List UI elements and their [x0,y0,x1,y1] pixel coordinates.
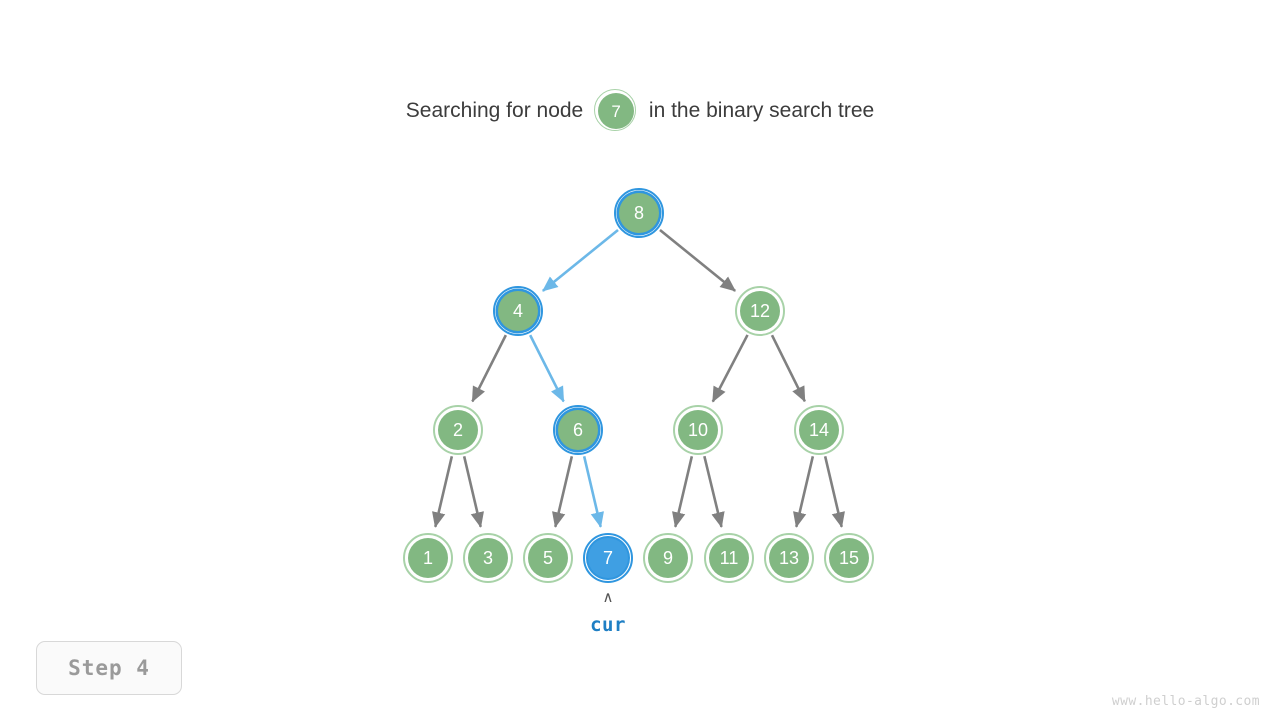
node-disc [598,93,635,129]
node-ring [523,533,573,583]
tree-edge [582,455,604,528]
node-ring [433,405,483,455]
step-badge: Step 4 [36,641,182,695]
node-disc [468,538,508,578]
tree-edge [793,455,815,528]
node-ring [704,533,754,583]
node-value: 7 [602,548,613,568]
tree-node: 8 [614,188,664,238]
tree-edge [823,455,845,528]
cur-pointer: ∧ cur [548,588,668,637]
tree-node: 12 [735,286,785,336]
node-disc [408,538,448,578]
node-value: 7 [611,101,621,121]
tree-edge [432,455,454,528]
node-ring [553,405,603,455]
tree-edge [542,228,619,292]
node-ring [643,533,693,583]
watermark: www.hello-algo.com [1111,694,1260,709]
title-prefix: Searching for node [405,99,590,122]
node-ring [594,89,637,131]
node-disc [558,410,598,450]
node-disc [709,538,749,578]
node-value: 8 [633,203,644,223]
tree-edge [462,455,484,528]
tree-edge [528,334,565,403]
tree-node: 7 [583,533,633,583]
node-ring [824,533,874,583]
node-ring [493,286,543,336]
pointer-label: cur [590,614,626,636]
tree-node: 14 [794,405,844,455]
page-title: Searching for node 7 in the binary searc… [0,88,1280,134]
node-disc [619,193,659,233]
node-disc [829,538,869,578]
tree-node: 6 [553,405,603,455]
node-disc [769,538,809,578]
tree-node: 11 [704,533,754,583]
node-value: 15 [838,548,860,568]
tree-edge [552,455,574,528]
node-ring [794,405,844,455]
tree-edge [703,455,725,528]
tree-node: 10 [673,405,723,455]
node-ring [673,405,723,455]
tree-node: 4 [493,286,543,336]
node-ring [403,533,453,583]
node-value: 11 [719,548,739,568]
node-disc [498,291,538,331]
tree-node: 2 [433,405,483,455]
node-value: 12 [749,301,771,321]
node-ring [614,188,664,238]
node-disc [678,410,718,450]
node-ring [764,533,814,583]
node-value: 5 [542,548,553,568]
tree-node: 5 [523,533,573,583]
node-value: 13 [778,548,800,568]
node-value: 10 [687,420,709,440]
title-target-node: 7 [593,88,639,134]
node-ring [735,286,785,336]
tree-node: 13 [764,533,814,583]
node-disc [799,410,839,450]
node-disc [740,291,780,331]
tree-edge [659,228,736,292]
node-ring [463,533,513,583]
tree-edge [471,334,508,403]
tree-edge [711,334,749,403]
title-suffix: in the binary search tree [643,99,875,122]
node-value: 4 [512,301,523,321]
node-disc [438,410,478,450]
node-ring [583,533,633,583]
node-value: 1 [422,548,433,568]
tree-node: 1 [403,533,453,583]
tree-node: 15 [824,533,874,583]
node-disc [648,538,688,578]
pointer-caret-icon: ∧ [602,588,614,606]
tree-edge [672,455,694,528]
node-value: 9 [662,548,673,568]
step-badge-label: Step 4 [68,656,150,680]
node-disc [588,538,628,578]
node-value: 6 [572,420,583,440]
node-value: 3 [482,548,493,568]
node-disc [528,538,568,578]
tree-edge [770,334,806,403]
node-value: 14 [808,420,830,440]
tree-node: 3 [463,533,513,583]
tree-node: 9 [643,533,693,583]
node-value: 2 [452,420,463,440]
